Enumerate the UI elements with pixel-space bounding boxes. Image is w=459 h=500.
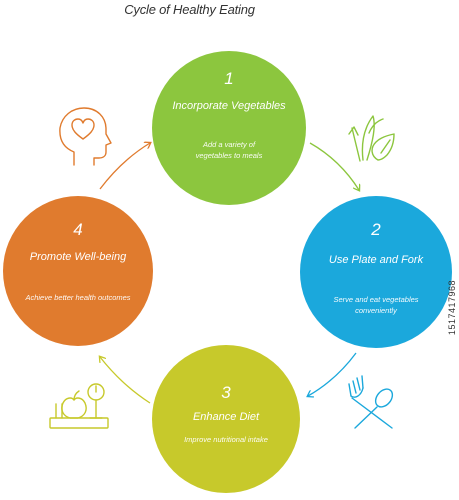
step-2-description: Serve and eat vegetables conveniently bbox=[333, 295, 419, 315]
step-2-heading: Use Plate and Fork bbox=[328, 254, 424, 266]
step-4-heading: Promote Well-being bbox=[29, 251, 127, 263]
step-1-description: Add a variety of vegetables to meals bbox=[195, 140, 263, 160]
step-4-number: 4 bbox=[73, 220, 83, 239]
step-1-circle: 1 Incorporate Vegetables Add a variety o… bbox=[152, 51, 306, 205]
step-4-description: Achieve better health outcomes bbox=[25, 293, 131, 302]
step-4-circle: 4 Promote Well-being Achieve better heal… bbox=[3, 196, 153, 346]
fork-spoon-icon bbox=[348, 375, 394, 429]
arrow-1-to-2 bbox=[309, 142, 359, 190]
step-1-number: 1 bbox=[224, 69, 234, 88]
arrow-3-to-4 bbox=[100, 357, 151, 404]
step-3-number: 3 bbox=[221, 383, 231, 402]
step-3-circle: 3 Enhance Diet Improve nutritional intak… bbox=[152, 345, 300, 493]
scale-apple-icon bbox=[49, 383, 109, 429]
arrow-2-to-3 bbox=[308, 352, 357, 396]
step-1-heading: Incorporate Vegetables bbox=[172, 100, 286, 112]
arrow-4-to-1 bbox=[99, 143, 150, 190]
step-2-number: 2 bbox=[371, 220, 381, 239]
step-3-heading: Enhance Diet bbox=[192, 411, 260, 423]
step-2-circle: 2 Use Plate and Fork Serve and eat veget… bbox=[300, 196, 452, 348]
diagram-title: Cycle of Healthy Eating bbox=[124, 2, 255, 17]
step-3-description: Improve nutritional intake bbox=[184, 435, 268, 444]
head-heart-icon bbox=[59, 107, 112, 166]
vegetables-icon bbox=[348, 115, 395, 162]
stock-id-label: 1517417968 bbox=[447, 280, 457, 336]
